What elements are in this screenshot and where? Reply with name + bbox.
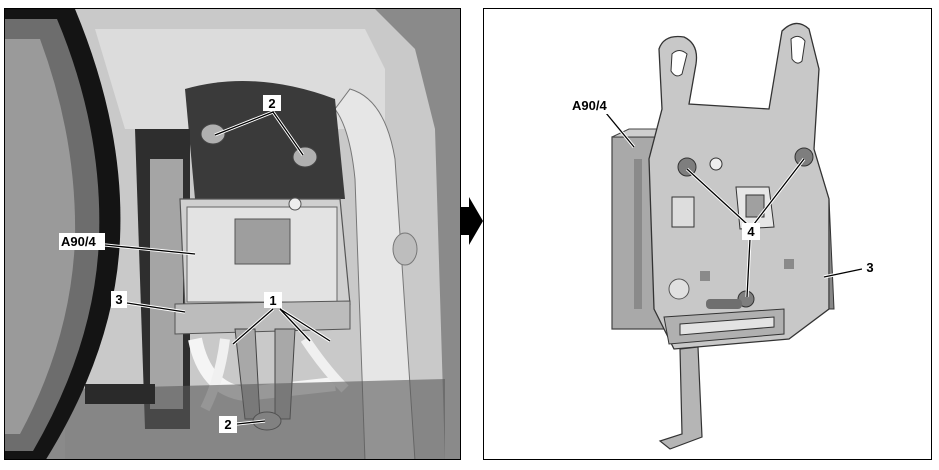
right-illustration-panel: A90/4 4 3: [483, 8, 932, 460]
removed-bracket-illustration: A90/4 4 3: [570, 22, 878, 450]
callout-screws-right: 4: [685, 158, 806, 298]
callout-screw-bottom: 2: [219, 416, 266, 433]
callout-bracket-right: 3: [823, 259, 878, 279]
label-screw-bottom: 2: [224, 417, 231, 432]
label-bracket-right: 3: [866, 260, 873, 275]
left-illustration-panel: 2 A90/4 3 1 2: [4, 8, 461, 460]
label-screws-top: 2: [268, 96, 275, 111]
label-screws-right: 4: [747, 224, 755, 239]
installed-unit-illustration: 2 A90/4 3 1 2: [5, 9, 460, 459]
callout-unit-right: A90/4: [570, 97, 636, 149]
callout-unit-left: A90/4: [59, 233, 196, 256]
arrow-right-icon: [461, 197, 483, 245]
label-bracket-left: 3: [115, 292, 122, 307]
callout-connectors: 1: [231, 292, 331, 346]
label-unit-right: A90/4: [572, 98, 607, 113]
callout-bracket-left: 3: [111, 291, 186, 314]
label-unit-left: A90/4: [61, 234, 96, 249]
callout-screws-top: 2: [214, 95, 305, 156]
label-connectors: 1: [269, 293, 276, 308]
